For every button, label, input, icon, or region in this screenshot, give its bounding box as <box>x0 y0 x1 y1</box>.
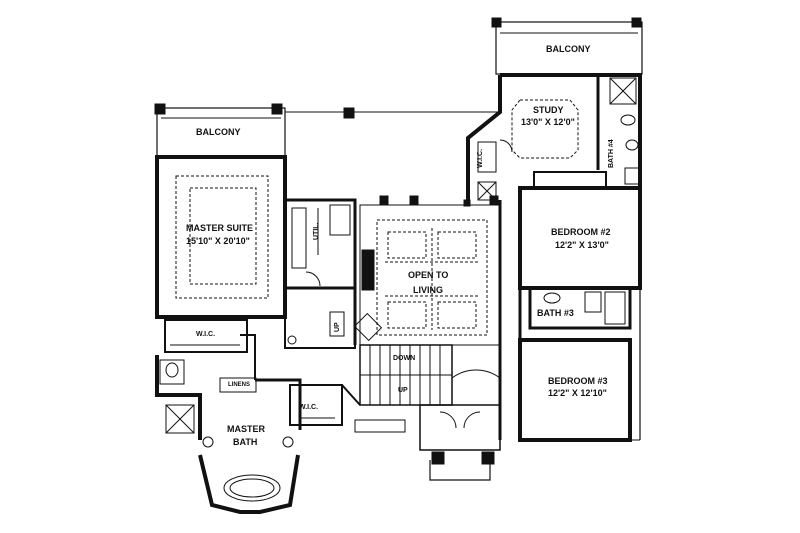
stair-down-label: DOWN <box>393 355 416 362</box>
linens-label: LINENS <box>228 382 251 388</box>
bedroom-3-dimensions: 12'2" X 12'10" <box>548 388 607 398</box>
study-room <box>466 73 642 201</box>
balcony-right <box>491 17 643 75</box>
misc-walls <box>283 157 641 441</box>
balcony-left-label: BALCONY <box>196 127 241 137</box>
study-dimensions: 13'0" X 12'0" <box>521 117 575 127</box>
wic-master <box>164 319 257 393</box>
bedroom-3-label: BEDROOM #3 <box>548 376 608 386</box>
wic-master-label: W.I.C. <box>196 331 216 338</box>
wic-hall <box>289 384 343 426</box>
front-bay <box>354 404 501 481</box>
util-up-label: UP <box>334 322 341 332</box>
util-room <box>283 198 357 349</box>
stair <box>359 344 501 406</box>
open-to-living-label-2: LIVING <box>413 285 444 295</box>
stair-up-label: UP <box>398 387 408 394</box>
balcony-right-label: BALCONY <box>546 44 591 54</box>
master-suite-label: MASTER SUITE <box>186 223 254 233</box>
master-suite-dimensions: 15'10" X 20'10" <box>186 236 250 246</box>
wic-hall-label: W.I.C. <box>299 404 319 411</box>
open-to-living-label-1: OPEN TO <box>408 270 449 280</box>
bedroom-2-label: BEDROOM #2 <box>551 227 611 237</box>
master-bath-label-2: BATH <box>233 437 258 447</box>
gallery-walls <box>379 195 522 440</box>
bath-3-room <box>528 286 632 330</box>
master-bath-label-1: MASTER <box>227 424 265 434</box>
bath-3-label: BATH #3 <box>537 308 574 318</box>
master-bath-room <box>155 355 302 514</box>
study-label: STUDY <box>533 105 564 115</box>
bath-4-label: BATH #4 <box>608 139 615 168</box>
wic-study-label: W.I.C. <box>477 148 484 168</box>
bedroom-2-dimensions: 12'2" X 13'0" <box>555 240 609 250</box>
util-label: UTIL. <box>313 222 320 241</box>
